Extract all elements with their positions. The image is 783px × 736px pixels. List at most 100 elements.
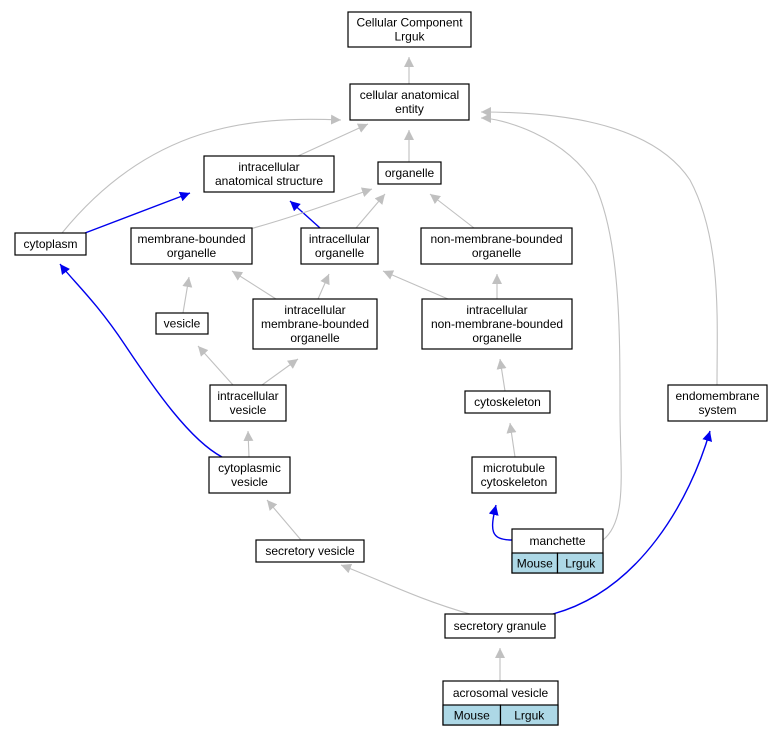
- node-io-box: [300, 227, 379, 265]
- node-mtc-label-line-1: cytoskeleton: [481, 475, 548, 489]
- edge-is-a-endo-to-cae: [480, 107, 718, 386]
- node-endo-label-line-0: endomembrane: [675, 389, 759, 403]
- edge-is-a-nmbo-to-organelle: [429, 193, 475, 229]
- edge-part-of-cytoplasm-to-ias: [84, 191, 191, 234]
- edge-part-of-cv-to-cytoplasm: [59, 263, 223, 458]
- node-cae-label-line-0: cellular anatomical: [360, 88, 459, 102]
- node-organelle[interactable]: organelle: [377, 161, 442, 185]
- node-inmbo-box: [421, 298, 573, 350]
- node-imbo-label-line-2: organelle: [290, 331, 340, 345]
- node-nmbo-label-line-1: organelle: [472, 246, 522, 260]
- edge-is-a-imbo-to-mbo: [231, 270, 277, 300]
- node-organelle-label-line-0: organelle: [385, 166, 435, 180]
- node-vesicle[interactable]: vesicle: [155, 312, 209, 335]
- node-cv-box: [208, 456, 291, 494]
- node-iv-label-line-1: vesicle: [230, 403, 267, 417]
- edge-is-a-imbo-to-io: [317, 273, 330, 300]
- node-inmbo-label-line-0: intracellular: [466, 303, 527, 317]
- node-manchette-annotation-cell-1: [556, 552, 604, 574]
- node-imbo-label-line-0: intracellular: [284, 303, 345, 317]
- node-mbo-label-line-1: organelle: [167, 246, 217, 260]
- node-nmbo-box: [420, 227, 573, 265]
- node-manchette-label-line-0: manchette: [529, 534, 585, 548]
- node-root-label-line-1: Lrguk: [394, 30, 425, 44]
- node-endo-box: [667, 384, 768, 422]
- node-manchette-annotation-species: Mouse: [517, 557, 553, 571]
- node-root-label-line-0: Cellular Component: [356, 16, 463, 30]
- node-cytoskeleton[interactable]: cytoskeleton: [464, 390, 551, 414]
- edges-layer: [59, 57, 718, 681]
- node-sv[interactable]: secretory vesicle: [255, 539, 365, 563]
- node-inmbo-label-line-1: non-membrane-bounded: [431, 317, 563, 331]
- node-cytoplasm[interactable]: cytoplasm: [14, 232, 87, 256]
- node-acro-annotation-cell-1: [499, 704, 559, 726]
- node-cytoskeleton-label-line-0: cytoskeleton: [474, 395, 541, 409]
- edge-is-a-io-to-organelle: [355, 193, 386, 229]
- node-root-box: [347, 11, 472, 48]
- node-cytoskeleton-box: [464, 390, 551, 414]
- node-nmbo-label-line-0: non-membrane-bounded: [430, 232, 562, 246]
- node-acro-label-line-0: acrosomal vesicle: [453, 686, 549, 700]
- node-sg[interactable]: secretory granule: [444, 613, 556, 639]
- node-cae-label-line-1: entity: [395, 102, 424, 116]
- edge-is-a-mtc-to-cytoskeleton: [506, 422, 517, 458]
- node-mtc-box: [471, 456, 557, 494]
- edge-is-a-vesicle-to-mbo: [182, 276, 193, 314]
- node-mbo-label-line-0: membrane-bounded: [137, 232, 245, 246]
- edge-is-a-inmbo-to-io: [382, 270, 449, 300]
- node-io-label-line-0: intracellular: [309, 232, 370, 246]
- node-cytoplasm-label-line-0: cytoplasm: [23, 237, 77, 251]
- node-vesicle-box: [155, 312, 209, 335]
- node-inmbo-label-line-2: organelle: [472, 331, 522, 345]
- node-cv-label-line-0: cytoplasmic: [218, 461, 281, 475]
- node-iv-box: [209, 384, 287, 422]
- node-sg-box: [444, 613, 556, 639]
- node-cv-label-line-1: vesicle: [231, 475, 268, 489]
- edge-is-a-iv-to-vesicle: [197, 345, 234, 386]
- node-ias-label-line-0: intracellular: [238, 160, 299, 174]
- node-ias-box: [203, 155, 335, 193]
- edge-is-a-cytoskeleton-to-inmbo: [496, 358, 507, 392]
- node-vesicle-label-line-0: vesicle: [164, 317, 201, 331]
- edge-is-a-mbo-to-organelle: [249, 187, 373, 230]
- edge-is-a-sg-to-sv: [340, 563, 471, 615]
- edge-is-a-cytoplasm-to-cae: [61, 114, 342, 234]
- node-organelle-box: [377, 161, 442, 185]
- edge-is-a-iv-to-imbo: [261, 358, 299, 386]
- node-cae-box: [349, 83, 470, 121]
- node-manchette-annotation-gene: Lrguk: [565, 557, 596, 571]
- node-imbo-label-line-1: membrane-bounded: [261, 317, 369, 331]
- node-endo-label-line-1: system: [698, 403, 736, 417]
- edge-part-of-sg-to-endo: [552, 430, 713, 615]
- node-mtc-label-line-0: microtubule: [483, 461, 545, 475]
- node-imbo-box: [252, 298, 378, 350]
- edge-is-a-manchette-to-cae: [480, 113, 622, 541]
- edge-part-of-io-to-ias: [289, 200, 321, 229]
- edge-is-a-sv-to-cv: [266, 499, 302, 541]
- node-iv-label-line-0: intracellular: [217, 389, 278, 403]
- node-ias-label-line-1: anatomical structure: [215, 174, 323, 188]
- node-sv-label-line-0: secretory vesicle: [265, 544, 355, 558]
- node-mbo-box: [130, 227, 253, 265]
- node-sv-box: [255, 539, 365, 563]
- edge-is-a-cv-to-iv: [243, 430, 254, 458]
- edge-part-of-manchette-to-mtc: [488, 504, 513, 541]
- node-acro-annotation-gene: Lrguk: [514, 709, 545, 723]
- node-inmbo[interactable]: intracellularnon-membrane-boundedorganel…: [421, 298, 573, 350]
- edge-is-a-ias-to-cae: [297, 123, 369, 157]
- node-acro-annotation-species: Mouse: [454, 709, 490, 723]
